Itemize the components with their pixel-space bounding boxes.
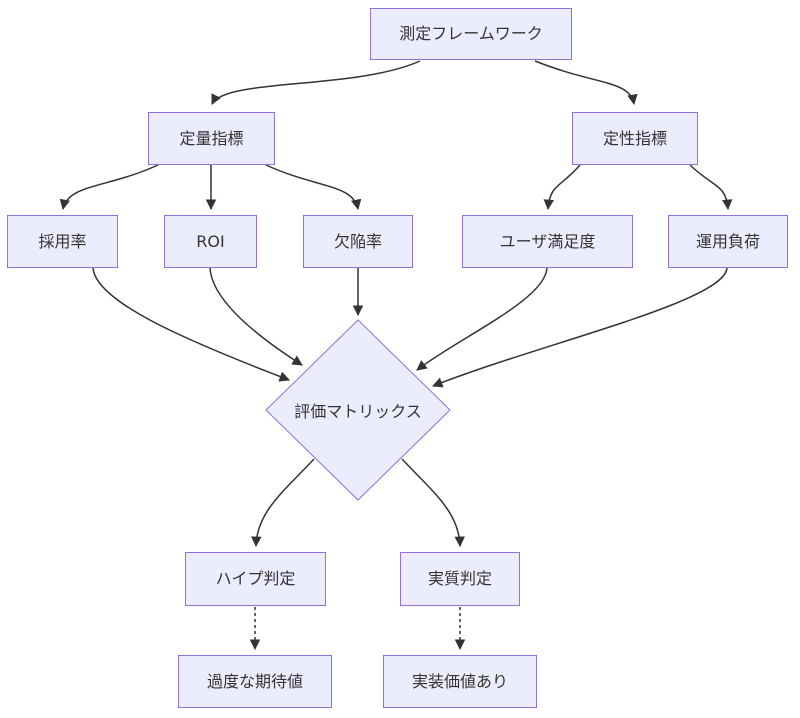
edge-matrix-substance [401,458,465,548]
node-satisfaction: ユーザ満足度 [462,215,633,268]
node-implementation-value: 実装価値あり [383,655,537,708]
node-load: 運用負荷 [668,215,788,268]
edge-load-matrix [432,267,728,388]
edge-root-qualitative [534,60,638,106]
edge-quantitative-adoption [59,164,159,211]
edge-roi-matrix [209,267,303,366]
edge-quantitative-defect [265,164,362,211]
edge-root-quantitative [211,60,421,105]
node-matrix-label: 評価マトリックス [294,402,422,421]
node-substance: 実質判定 [400,552,520,606]
node-adoption: 採用率 [7,215,118,268]
edge-adoption-matrix [92,267,290,382]
matrix-diamond-shape [265,319,451,501]
node-root: 測定フレームワーク [370,8,572,60]
node-overexpectation: 過度な期待値 [178,655,332,708]
node-roi: ROI [164,215,257,268]
node-qualitative: 定性指標 [572,112,698,165]
node-quantitative: 定量指標 [148,112,275,165]
edge-satisfaction-matrix [416,267,548,371]
node-hype: ハイプ判定 [185,552,326,606]
edge-qualitative-load [689,164,733,211]
node-defect: 欠陥率 [303,215,413,268]
edge-matrix-hype [251,458,315,548]
edge-qualitative-satisfaction [543,164,581,211]
